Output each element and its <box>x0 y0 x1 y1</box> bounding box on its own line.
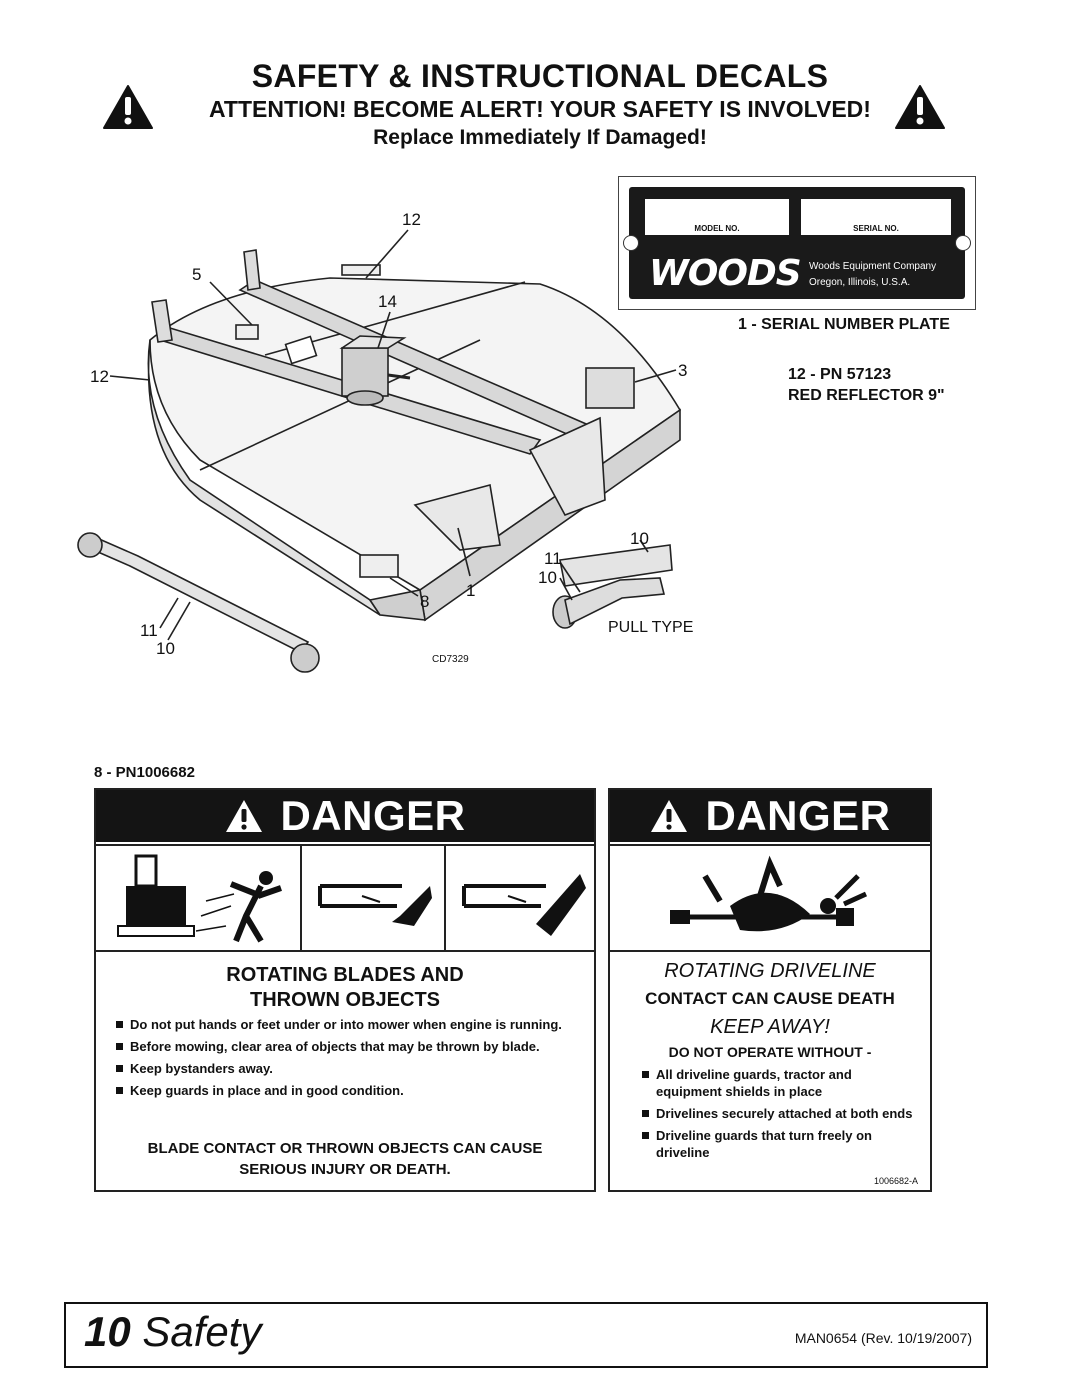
danger-decal-blades: DANGER RO <box>94 788 596 1192</box>
mounting-hole-icon <box>955 235 971 251</box>
list-item: Drivelines securely attached at both end… <box>640 1105 916 1122</box>
pull-type-label: PULL TYPE <box>608 619 693 636</box>
model-number-label: MODEL NO. <box>694 224 740 233</box>
callout-label: 10 <box>156 639 175 658</box>
callout-label: 10 <box>630 529 649 548</box>
callout-label: 10 <box>538 568 557 587</box>
driveline-heading: ROTATING DRIVELINE <box>664 960 876 982</box>
do-not-operate-text: DO NOT OPERATE WITHOUT - <box>668 1044 872 1060</box>
company-name: Woods Equipment Company <box>809 261 937 272</box>
blades-heading-line2: THROWN OBJECTS <box>250 989 440 1011</box>
callout-label: 11 <box>544 549 562 568</box>
callout-label: 14 <box>378 292 397 311</box>
keep-away-text: KEEP AWAY! <box>710 1016 830 1038</box>
decal8-caption: 8 - PN1006682 <box>94 764 195 781</box>
serial-number-plate: MODEL NO. SERIAL NO. WOODS Woods Equipme… <box>618 176 976 310</box>
warning-triangle-icon <box>226 800 263 832</box>
page-number: 10 <box>84 1308 131 1355</box>
foot-under-deck-pictogram <box>302 846 446 950</box>
warning-triangle-icon <box>651 800 688 832</box>
thrown-objects-pictogram <box>96 846 302 950</box>
blades-instructions: Do not put hands or feet under or into m… <box>114 1016 574 1104</box>
callout-label: 11 <box>140 621 158 640</box>
callout-label: 5 <box>192 265 201 284</box>
mower-diagram: 12 5 14 12 3 1 8 10 11 10 11 10 PULL TYP… <box>77 210 693 673</box>
list-item: Before mowing, clear area of objects tha… <box>114 1038 574 1055</box>
page-footer: 10 Safety MAN0654 (Rev. 10/19/2007) <box>64 1302 988 1368</box>
section-title: Safety <box>142 1308 262 1355</box>
decal-part-id: 1006682-A <box>873 1176 918 1186</box>
hand-under-deck-pictogram <box>446 846 590 950</box>
list-item: All driveline guards, tractor and equipm… <box>640 1066 916 1100</box>
danger-word: DANGER <box>705 792 891 839</box>
callout-label: 3 <box>678 361 687 380</box>
pictogram-row <box>96 844 594 952</box>
callout-label: 12 <box>402 210 421 229</box>
list-item: Driveline guards that turn freely on dri… <box>640 1127 916 1161</box>
danger-decal-driveline: DANGER ROTATING DRIVELINE CONTACT CAN CA… <box>608 788 932 1192</box>
manual-revision: MAN0654 (Rev. 10/19/2007) <box>794 1330 972 1346</box>
footer-title: 10 Safety <box>84 1308 261 1356</box>
thrown-objects-icon <box>117 854 282 943</box>
driveline-instructions: All driveline guards, tractor and equipm… <box>640 1066 916 1166</box>
callout-label: 12 <box>90 367 109 386</box>
page-title: SAFETY & INSTRUCTIONAL DECALS <box>251 58 829 94</box>
woods-logo: WOODS <box>649 253 802 294</box>
list-item: Keep guards in place and in good conditi… <box>114 1082 574 1099</box>
danger-word: DANGER <box>280 792 466 839</box>
danger-header: DANGER <box>610 790 930 842</box>
danger-header: DANGER <box>96 790 594 842</box>
drawing-id: CD7329 <box>432 654 469 665</box>
blades-warning-footer: BLADE CONTACT OR THROWN OBJECTS CAN CAUS… <box>147 1140 543 1178</box>
company-location: Oregon, Illinois, U.S.A. <box>809 277 911 288</box>
mounting-hole-icon <box>623 235 639 251</box>
company-info: Woods Equipment Company Oregon, Illinois… <box>809 259 936 291</box>
list-item: Keep bystanders away. <box>114 1060 574 1077</box>
hand-under-deck-icon <box>462 874 586 936</box>
warning-triangle-icon <box>103 85 153 129</box>
foot-under-deck-icon <box>318 884 432 926</box>
reflector-caption-line2: RED REFLECTOR 9" <box>788 387 945 404</box>
replace-notice: Replace Immediately If Damaged! <box>373 126 707 149</box>
driveline-entanglement-icon <box>670 855 868 932</box>
serial-plate-caption: 1 - SERIAL NUMBER PLATE <box>738 316 950 333</box>
serial-number-label: SERIAL NO. <box>853 224 899 233</box>
model-number-field: MODEL NO. <box>645 199 789 235</box>
callout-label: 1 <box>466 581 475 600</box>
reflector-caption-line1: 12 - PN 57123 <box>788 366 892 383</box>
serial-number-field: SERIAL NO. <box>801 199 951 235</box>
warning-triangle-icon <box>895 85 945 129</box>
pictogram-row <box>610 844 930 952</box>
driveline-subheading: CONTACT CAN CAUSE DEATH <box>645 989 895 1008</box>
blades-heading-line1: ROTATING BLADES AND <box>226 964 464 986</box>
callout-label: 8 <box>420 592 429 611</box>
list-item: Do not put hands or feet under or into m… <box>114 1016 574 1033</box>
attention-banner: ATTENTION! BECOME ALERT! YOUR SAFETY IS … <box>209 96 871 122</box>
